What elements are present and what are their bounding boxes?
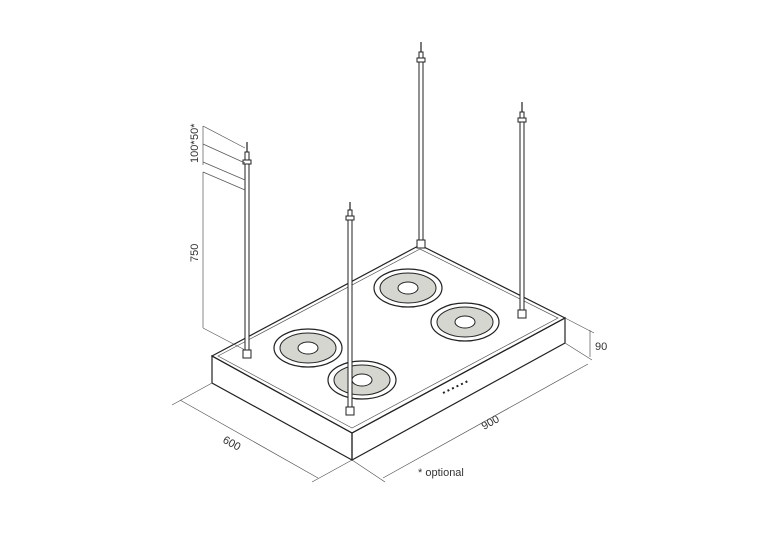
rod	[242, 142, 252, 359]
dim-depth: 600	[221, 434, 243, 453]
burner	[430, 302, 500, 342]
hood-body	[210, 238, 567, 462]
dim-rod-length: 750	[189, 244, 201, 262]
rod	[416, 42, 426, 249]
rod	[517, 102, 527, 319]
burner	[327, 360, 397, 400]
suspension-rods	[242, 42, 527, 416]
dim-rod-extension-50: 50*	[189, 123, 201, 140]
burner	[373, 268, 443, 308]
rod	[345, 202, 355, 416]
optional-note: * optional	[418, 467, 464, 479]
control-panel	[442, 380, 469, 394]
dim-rod-extension-100: 100*	[189, 140, 201, 163]
dimension-lines	[171, 125, 595, 483]
dim-height: 90	[595, 341, 607, 353]
dim-width: 900	[480, 413, 502, 432]
burner	[273, 328, 343, 368]
